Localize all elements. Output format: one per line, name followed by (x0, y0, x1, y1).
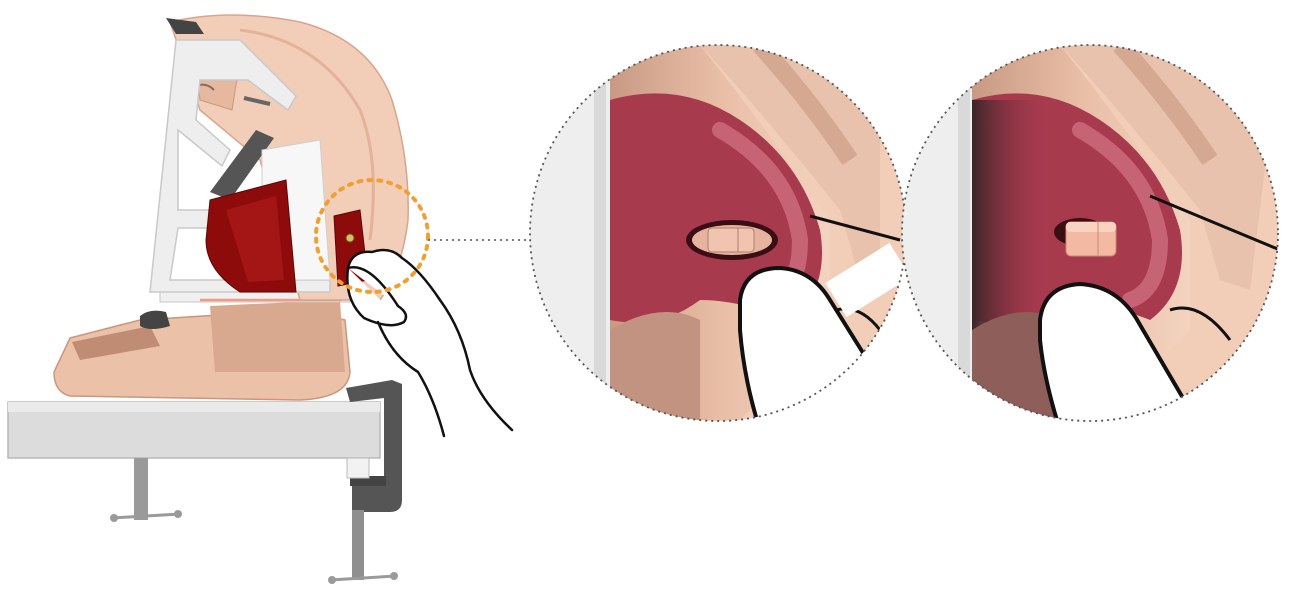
simulator-overview (8, 15, 512, 584)
button-icon (686, 220, 778, 260)
detail-step-press (530, 45, 906, 430)
detail-step-released (902, 45, 1280, 430)
table (8, 402, 380, 522)
